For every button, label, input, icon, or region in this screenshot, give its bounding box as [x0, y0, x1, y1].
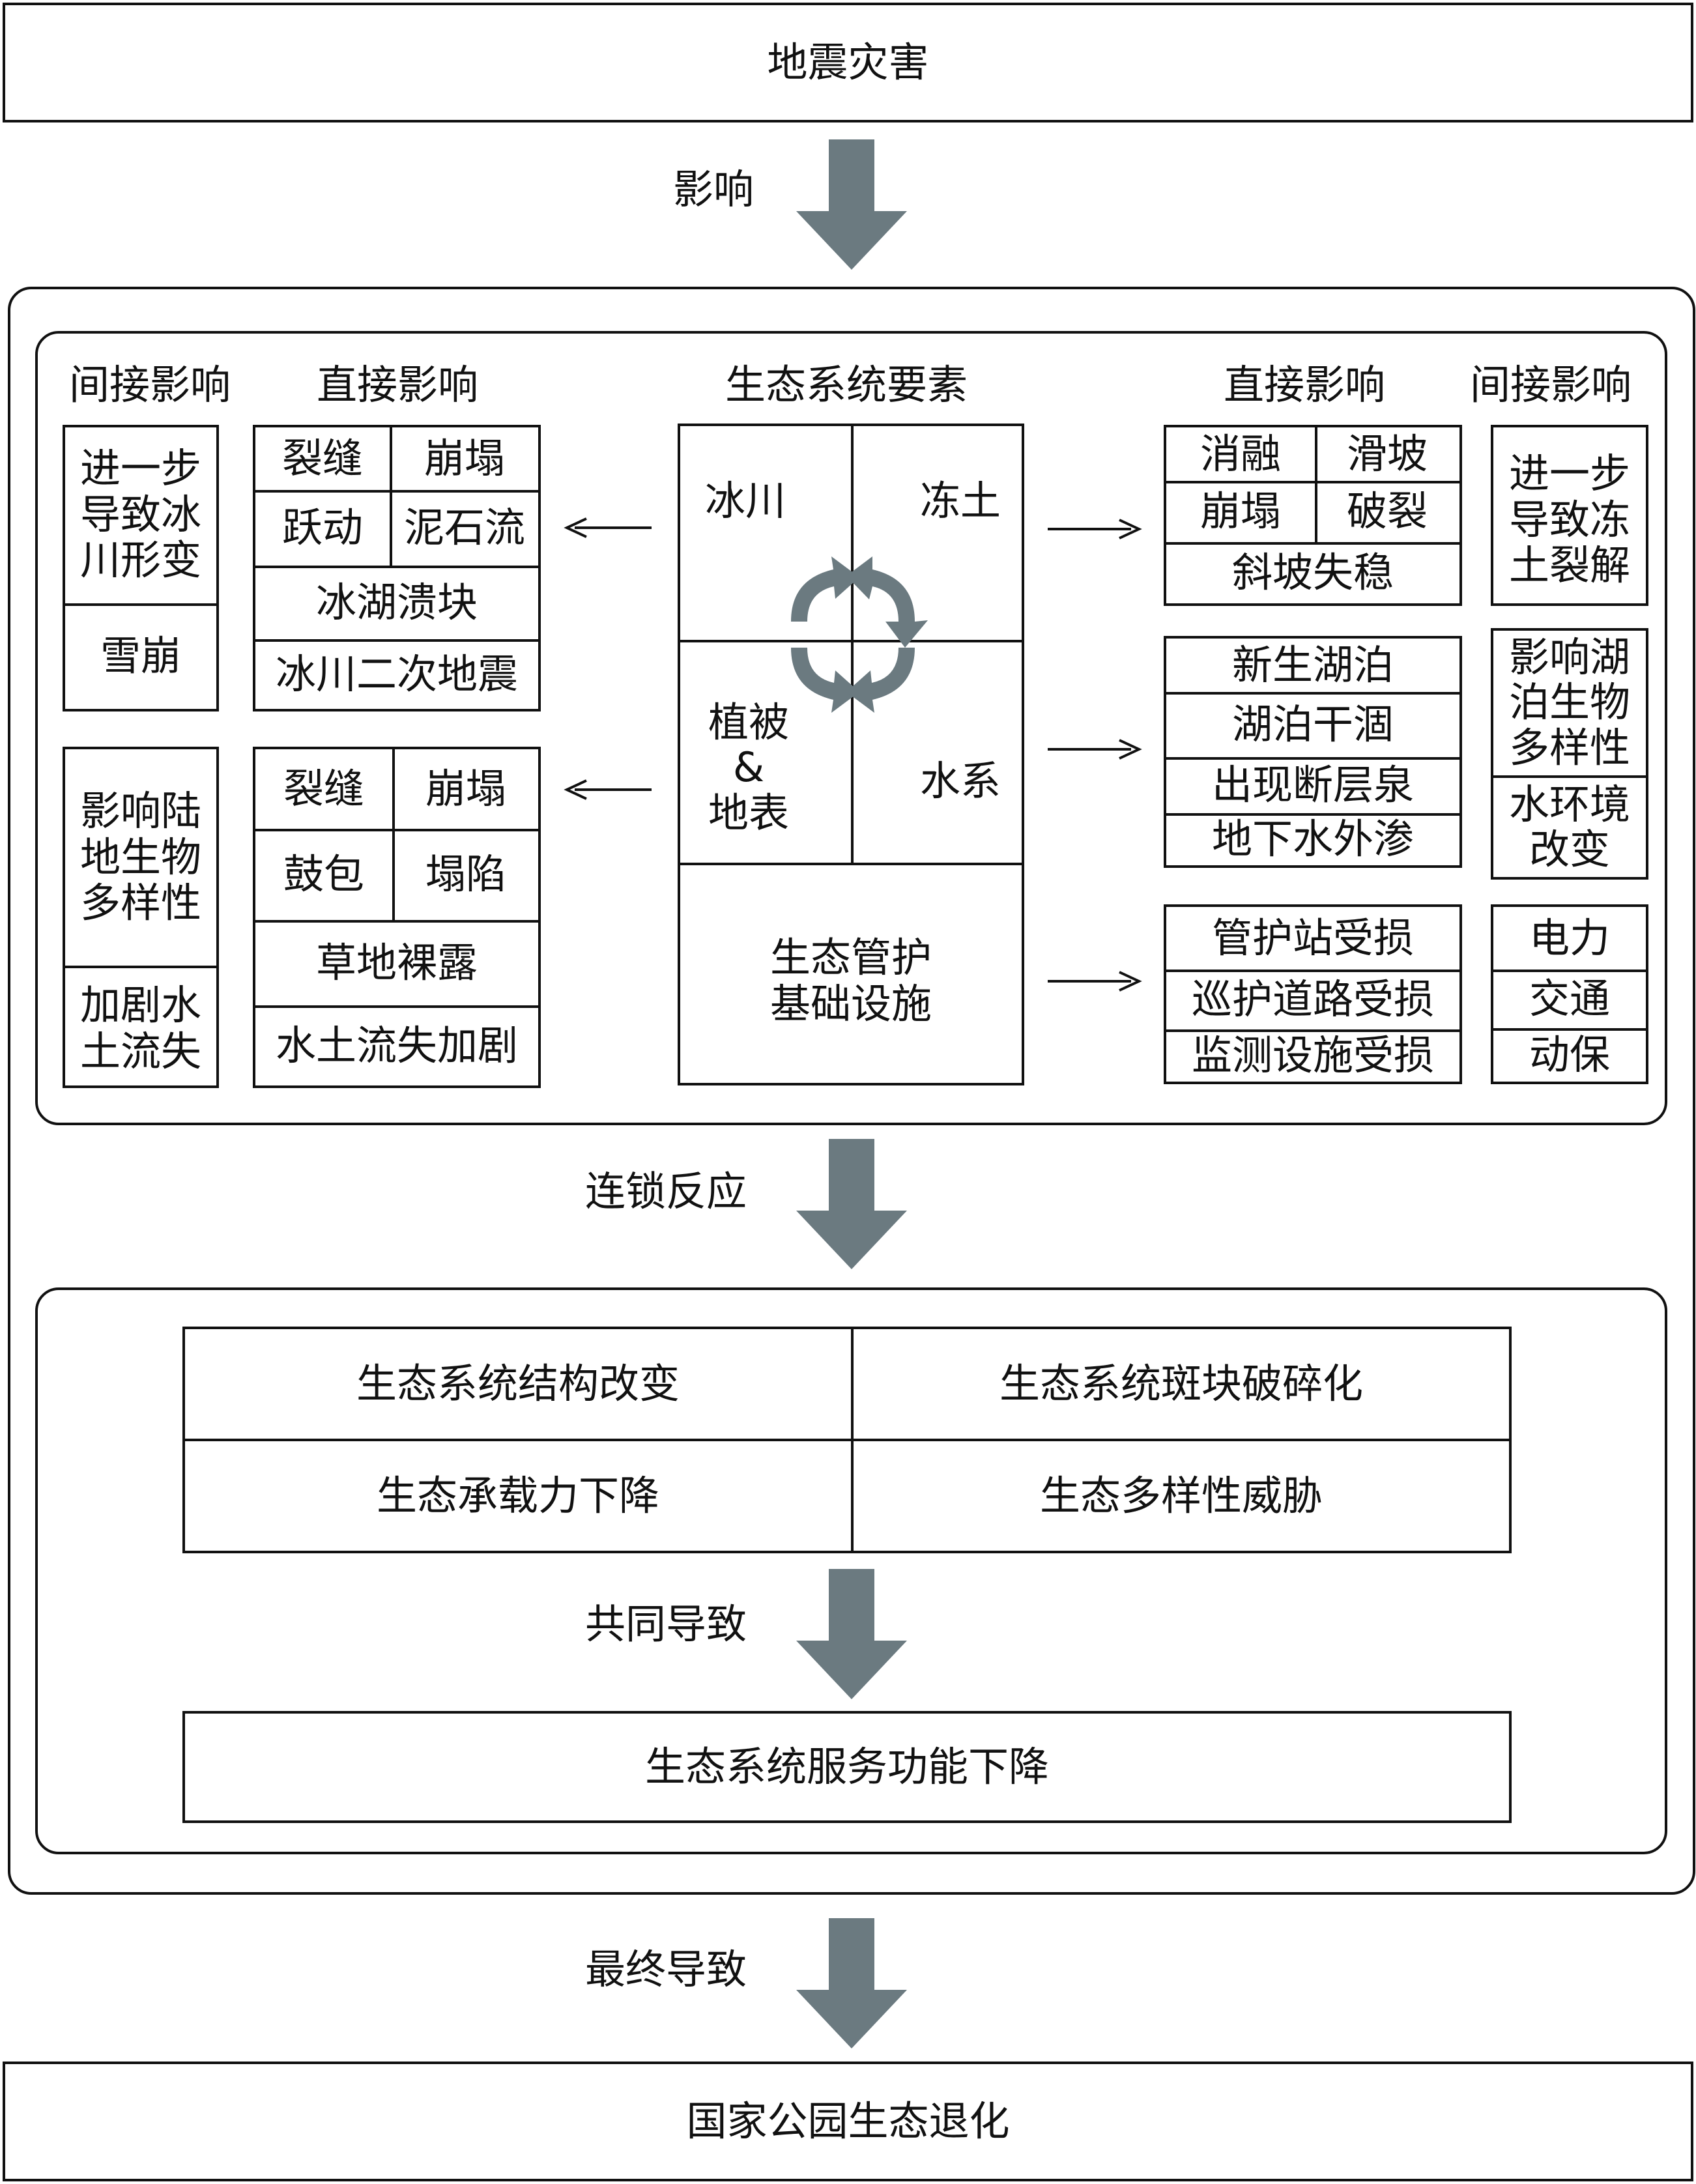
down-arrow-icon: [796, 1918, 907, 2048]
left-top-direct-a: 裂缝: [281, 435, 363, 483]
effect-diversity-threat: 生态多样性威胁: [1039, 1472, 1323, 1520]
header-left-direct: 直接影响: [317, 361, 479, 409]
down-arrow-icon: [796, 1139, 907, 1269]
arrow-label-chain-reaction: 连锁反应: [585, 1168, 747, 1215]
right-mid-direct-box: 新生湖泊 湖泊干涸 出现断层泉 地下水外渗: [1164, 636, 1462, 868]
bottom-box: 国家公园生态退化: [3, 2062, 1693, 2181]
right-mid-indirect-a: 影响湖 泊生物 多样性: [1508, 633, 1630, 771]
left-bottom-direct-c: 鼓包: [283, 850, 364, 898]
service-decline-box: 生态系统服务功能下降: [182, 1711, 1512, 1823]
arrow-label-jointly-cause: 共同导致: [585, 1600, 747, 1648]
arrow-right-icon: [1048, 519, 1142, 539]
left-top-direct-d: 泥石流: [403, 504, 525, 552]
right-top-direct-a: 消融: [1200, 430, 1281, 478]
right-top-direct-b: 滑坡: [1346, 430, 1428, 478]
right-bottom-indirect-a: 电力: [1529, 914, 1610, 962]
left-bottom-direct-d: 塌陷: [425, 850, 506, 898]
service-decline-label: 生态系统服务功能下降: [644, 1743, 1049, 1791]
down-arrow-icon: [796, 1569, 907, 1699]
left-bottom-indirect-a: 影响陆 地生物 多样性: [79, 787, 201, 927]
down-arrow-icon: [796, 139, 907, 270]
top-box-label: 地震灾害: [767, 38, 929, 87]
left-bottom-direct-b: 崩塌: [425, 765, 506, 813]
element-glacier: 冰川: [704, 477, 786, 525]
right-mid-direct-c: 出现断层泉: [1211, 761, 1414, 809]
right-top-direct-e: 斜坡失稳: [1231, 549, 1394, 597]
right-mid-indirect-b: 水环境 改变: [1508, 781, 1630, 874]
right-bottom-direct-box: 管护站受损 巡护道路受损 监测设施受损: [1164, 904, 1462, 1084]
effect-patch-fragmentation: 生态系统斑块破碎化: [999, 1360, 1363, 1408]
right-bottom-indirect-box: 电力 交通 动保: [1491, 904, 1648, 1084]
header-left-indirect: 间接影响: [69, 361, 231, 409]
lower-panel: [35, 1287, 1667, 1854]
right-bottom-direct-a: 管护站受损: [1211, 914, 1414, 962]
left-top-indirect-box: 进一步 导致冰 川形变 雪崩: [63, 425, 219, 711]
header-right-direct: 直接影响: [1224, 361, 1386, 409]
left-bottom-indirect-box: 影响陆 地生物 多样性 加剧水 土流失: [63, 747, 219, 1088]
left-top-direct-e: 冰湖溃块: [315, 578, 478, 626]
left-bottom-indirect-b: 加剧水 土流失: [79, 981, 201, 1075]
right-mid-direct-a: 新生湖泊: [1231, 641, 1394, 689]
left-bottom-direct-box: 裂缝 崩塌 鼓包 塌陷 草地裸露 水土流失加剧: [253, 747, 541, 1088]
left-top-direct-b: 崩塌: [424, 435, 505, 483]
right-mid-indirect-box: 影响湖 泊生物 多样性 水环境 改变: [1491, 628, 1648, 880]
right-top-direct-d: 破裂: [1346, 487, 1428, 536]
left-bottom-direct-f: 水土流失加剧: [275, 1022, 518, 1070]
effect-structure-change: 生态系统结构改变: [356, 1360, 680, 1408]
effect-capacity-decline: 生态承载力下降: [376, 1472, 659, 1520]
arrow-label-influence: 影响: [673, 165, 755, 213]
right-top-direct-c: 崩塌: [1200, 487, 1281, 536]
right-mid-direct-b: 湖泊干涸: [1231, 700, 1394, 749]
left-top-indirect-a: 进一步 导致冰 川形变: [79, 444, 201, 584]
element-vegetation: 植被 & 地表: [708, 698, 789, 837]
cycle-arrows-icon: [791, 556, 928, 713]
upper-panel: [35, 331, 1667, 1125]
arrow-right-icon: [1048, 739, 1142, 760]
left-top-direct-box: 裂缝 崩塌 跃动 泥石流 冰湖溃块 冰川二次地震: [253, 425, 541, 711]
right-bottom-direct-b: 巡护道路受损: [1191, 975, 1434, 1024]
left-bottom-direct-a: 裂缝: [283, 765, 364, 813]
ecosystem-elements-grid: 冰川 冻土 植被 & 地表 水系 生态管护 基础设施: [678, 424, 1024, 1085]
right-top-indirect-box: 进一步 导致冻 土裂解: [1491, 425, 1648, 606]
element-water: 水系: [919, 757, 1001, 805]
arrow-left-icon: [564, 517, 652, 538]
arrow-label-finally-cause: 最终导致: [585, 1946, 747, 1993]
outer-container: [8, 287, 1695, 1895]
effects-grid: 生态系统结构改变 生态系统斑块破碎化 生态承载力下降 生态多样性威胁: [182, 1327, 1512, 1553]
top-box: 地震灾害: [3, 3, 1693, 122]
right-bottom-indirect-c: 动保: [1529, 1031, 1610, 1079]
right-top-direct-box: 消融 滑坡 崩塌 破裂 斜坡失稳: [1164, 425, 1462, 606]
right-mid-direct-d: 地下水外渗: [1211, 815, 1414, 863]
right-bottom-indirect-b: 交通: [1529, 975, 1610, 1023]
left-top-direct-c: 跃动: [281, 504, 363, 552]
header-right-indirect: 间接影响: [1470, 361, 1632, 409]
arrow-left-icon: [564, 779, 652, 800]
arrow-right-icon: [1048, 971, 1142, 992]
element-infrastructure: 生态管护 基础设施: [769, 934, 932, 1028]
bottom-box-label: 国家公园生态退化: [686, 2097, 1010, 2146]
left-bottom-direct-e: 草地裸露: [315, 938, 478, 986]
element-frozen-soil: 冻土: [919, 477, 1001, 525]
header-center: 生态系统要素: [725, 361, 968, 409]
right-bottom-direct-c: 监测设施受损: [1191, 1031, 1434, 1080]
right-top-indirect-a: 进一步 导致冻 土裂解: [1508, 450, 1630, 590]
left-top-direct-f: 冰川二次地震: [275, 650, 518, 698]
left-top-indirect-b: 雪崩: [100, 632, 181, 680]
